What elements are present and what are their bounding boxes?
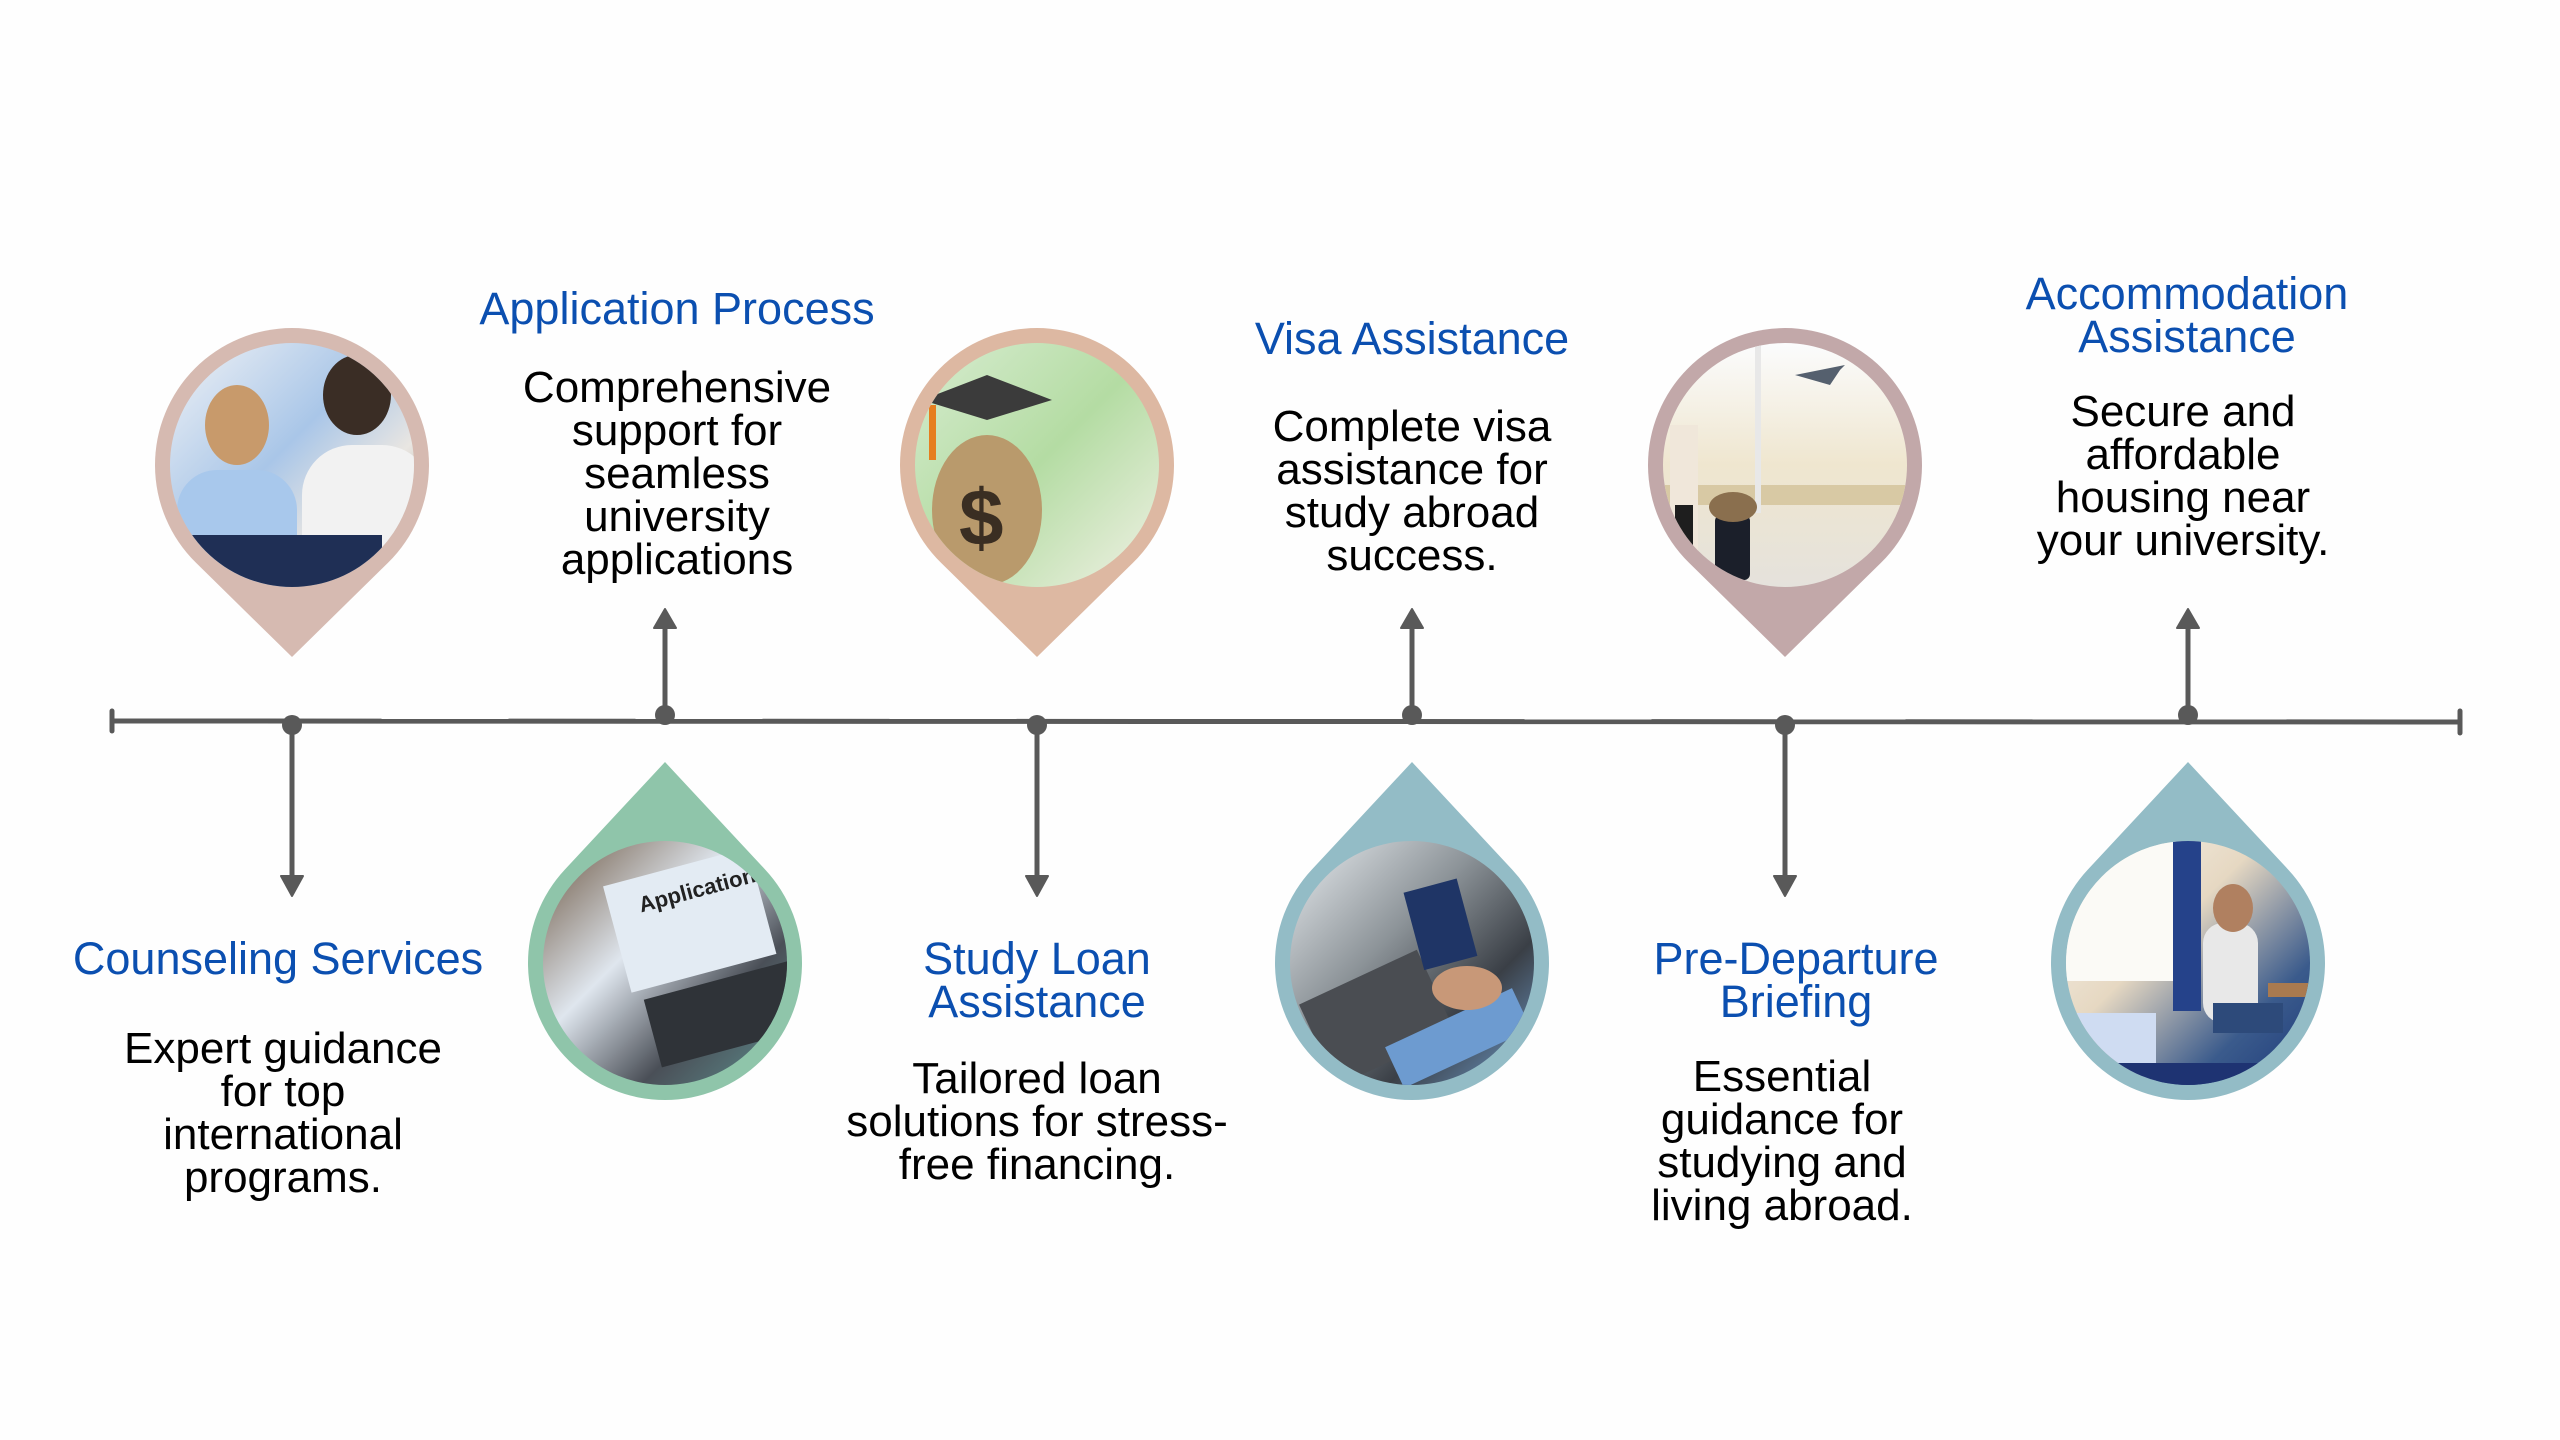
window-shape [2066, 841, 2176, 981]
graduation-cap-shape [922, 375, 1052, 420]
arrow-down-icon [1773, 875, 1797, 897]
milestone-pin [1648, 328, 1922, 657]
curtain-shape [2173, 841, 2201, 1011]
arrow-up-icon [2176, 608, 2200, 629]
milestone-description: Expert guidance for top international pr… [124, 1024, 442, 1202]
student-head-shape [2213, 884, 2253, 932]
hand-shape [1432, 966, 1502, 1010]
milestone-description: Essential guidance for studying and livi… [1651, 1052, 1913, 1230]
milestone-description: Tailored loan solutions for stress- free… [846, 1054, 1228, 1189]
laptop-screen-shape [603, 847, 777, 993]
arrow-up-icon [653, 608, 677, 629]
milestone-description: Complete visa assistance for study abroa… [1272, 402, 1552, 580]
milestone-description: Secure and affordable housing near your … [2036, 387, 2330, 565]
milestone-pin [1275, 762, 1549, 1101]
photo-detail: Application [603, 847, 787, 1068]
milestone-pin [2051, 762, 2325, 1101]
milestone-description: Comprehensive support for seamless unive… [522, 363, 832, 584]
desk-shape [2268, 983, 2310, 997]
passport-shape [1403, 878, 1478, 971]
milestone-title: Application Process [479, 283, 875, 334]
milestone-title: Accommodation Assistance [2025, 268, 2349, 362]
milestone-title: Visa Assistance [1254, 313, 1570, 364]
arrow-up-icon [1400, 608, 1424, 629]
photo-detail: $ [922, 375, 1052, 585]
milestone-title: Counseling Services [72, 933, 484, 984]
person-head-shape [205, 385, 269, 465]
milestone-title: Pre-Departure Briefing [1653, 933, 1939, 1027]
arrow-down-icon [1025, 875, 1049, 897]
keyboard-shape [643, 958, 787, 1068]
timeline-axis [111, 718, 2461, 725]
milestone-pin: $ [899, 328, 1174, 657]
ticket-shape [1385, 988, 1531, 1085]
milestone-title: Study Loan Assistance [923, 933, 1151, 1027]
client-head-shape [323, 355, 391, 435]
milestone-pin: Application [527, 762, 802, 1101]
student-jeans-shape [2213, 1003, 2283, 1033]
photo-detail [1299, 878, 1531, 1085]
laptop-shape [1299, 949, 1455, 1085]
airplane-icon [1795, 355, 1855, 385]
arrow-down-icon [280, 875, 304, 897]
tassel-shape [929, 405, 936, 460]
window-frame-shape [1755, 343, 1761, 513]
bag-shape [1709, 492, 1757, 522]
suitcase-shape [1715, 515, 1750, 580]
dollar-sign-glyph: $ [959, 473, 1004, 562]
money-bag-shape [932, 435, 1042, 585]
window-rail-shape [1663, 485, 1907, 505]
student-shirt-shape [2203, 923, 2258, 1023]
airport-traveler-photo [1663, 343, 1907, 587]
milestone-pin [155, 328, 429, 657]
